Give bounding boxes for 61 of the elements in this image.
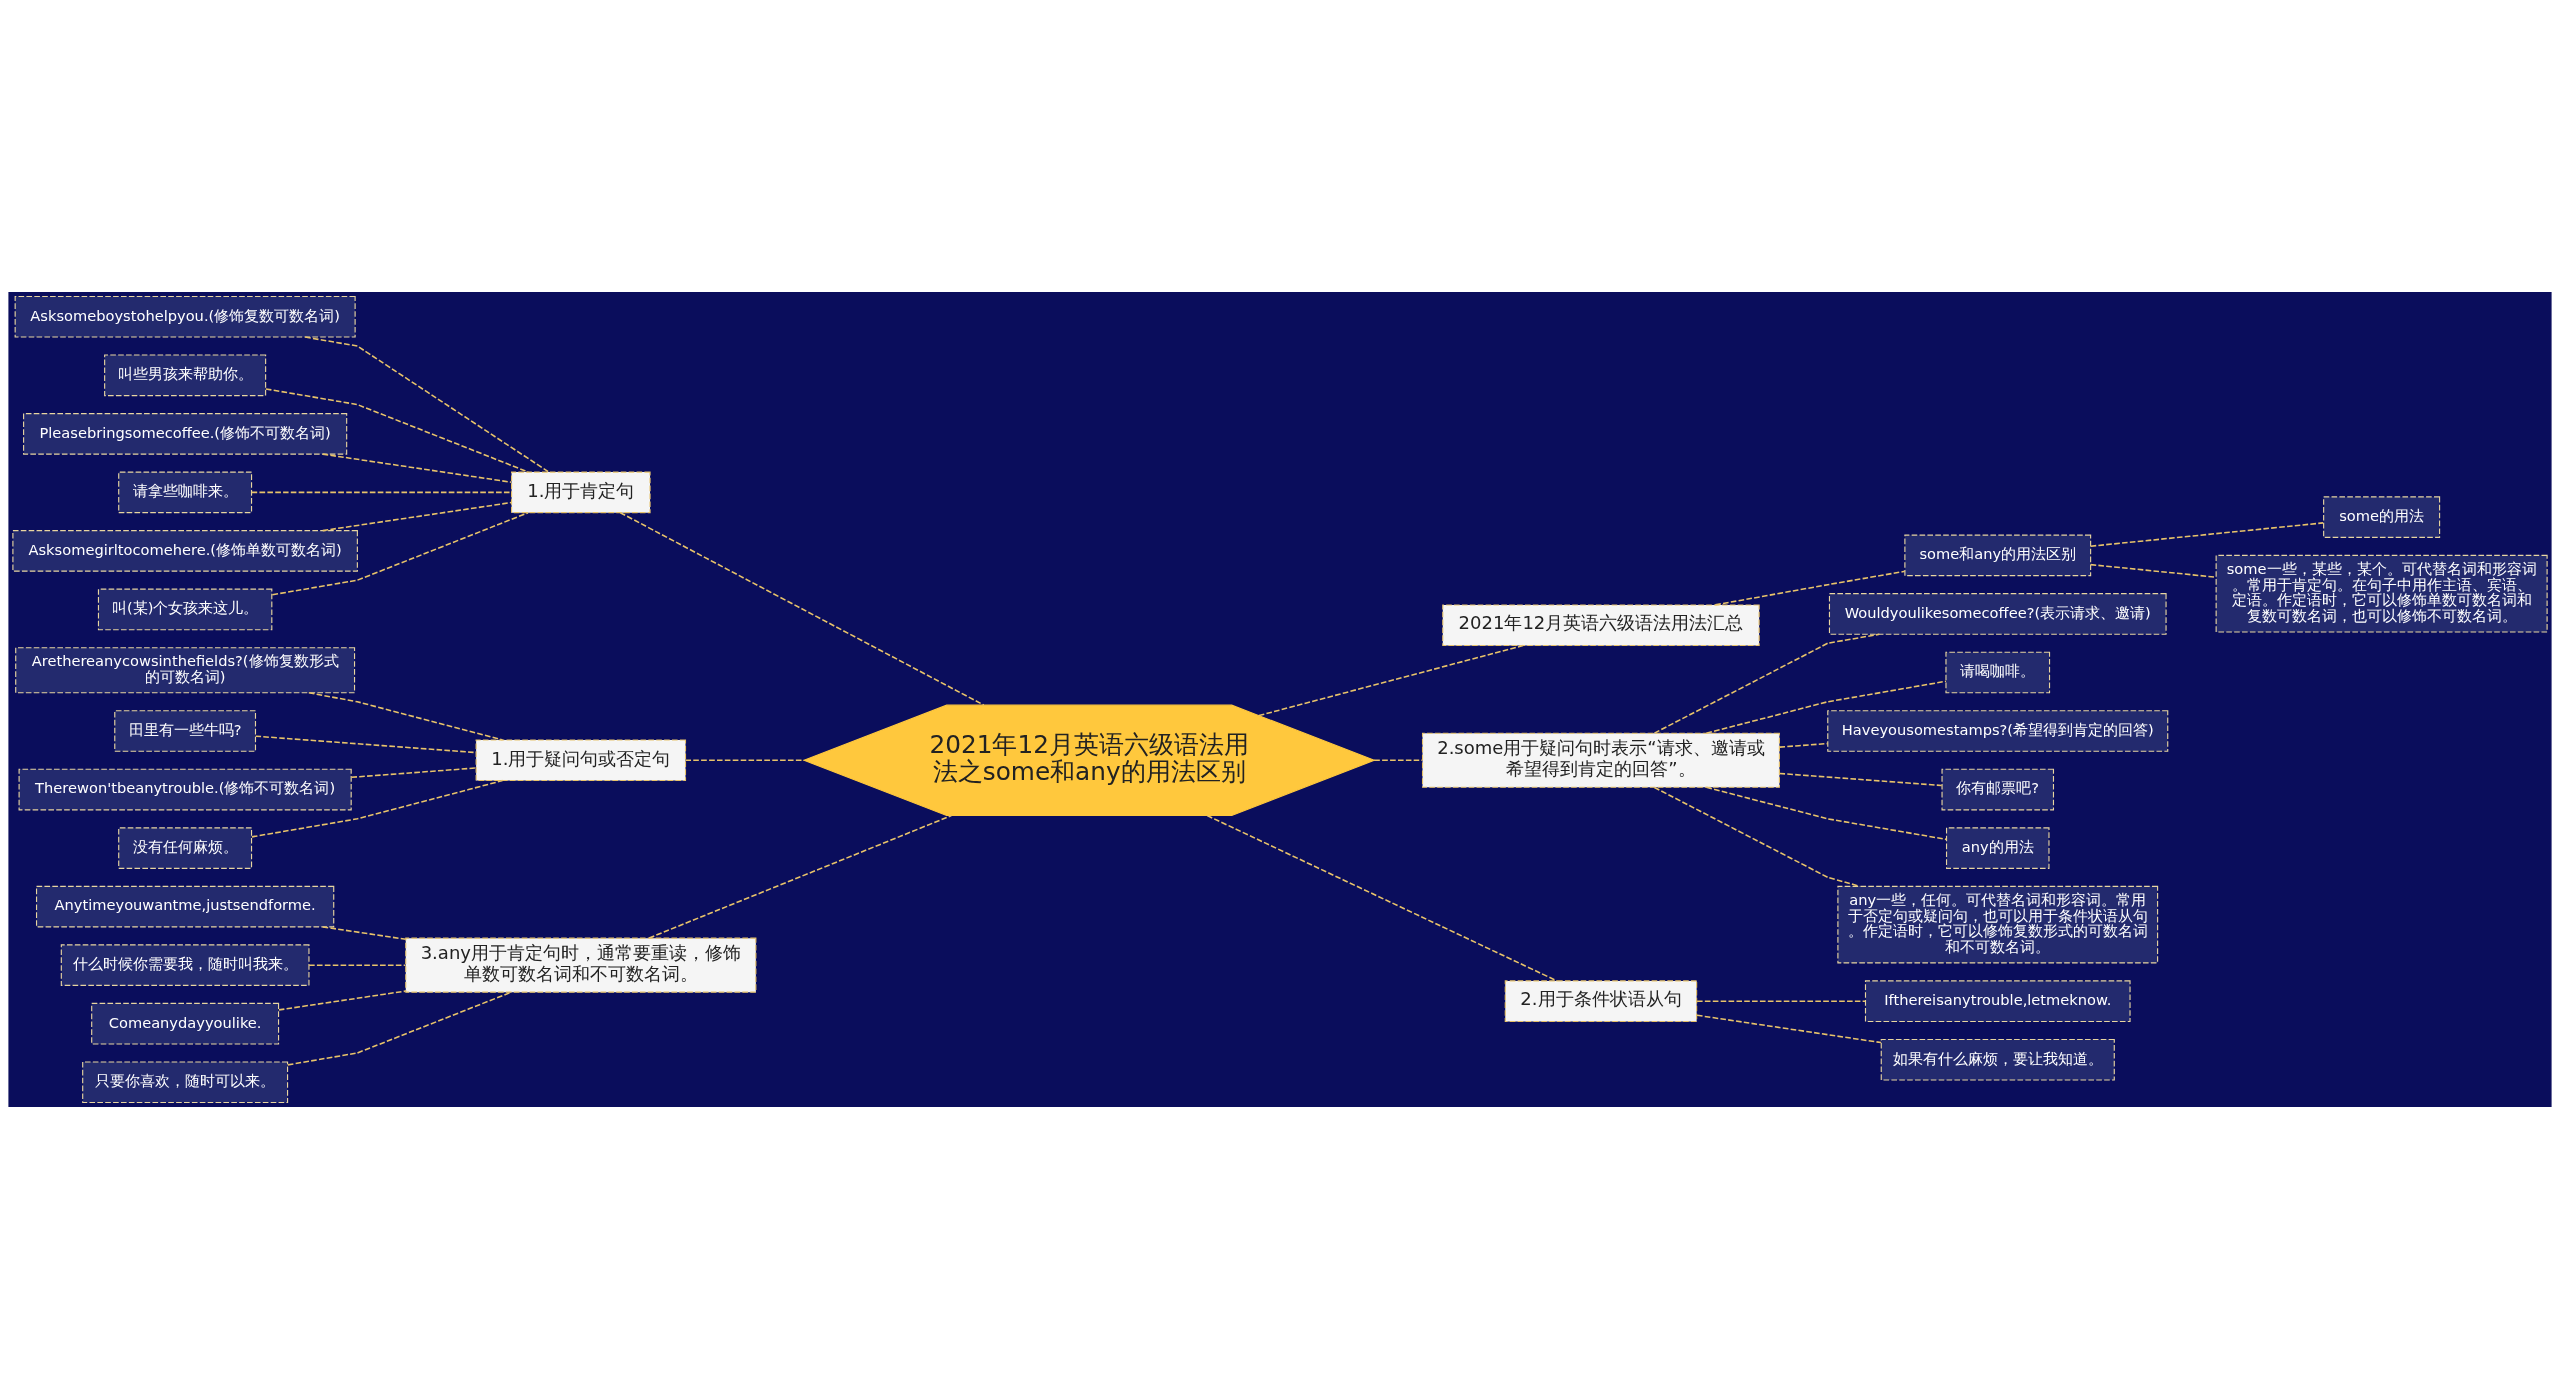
connector — [1714, 570, 1906, 606]
node-box: Haveyousomestamps?(希望得到肯定的回答) — [1827, 709, 2169, 752]
node-box: Comeanydayyoulike. — [91, 1002, 280, 1045]
node-box: Anytimeyouwantme,justsendforme. — [36, 885, 335, 927]
connector — [1206, 814, 1558, 982]
node-box: Pleasebringsomecoffee.(修饰不可数名词) — [23, 412, 348, 455]
connector — [1705, 679, 1947, 734]
connector — [250, 491, 513, 493]
node-box: Arethereanycowsinthefields?(修饰复数形式的可数名词) — [15, 646, 356, 693]
node-box: any一些，任何。可代替名词和形容词。常用于否定句或疑问句，也可以用于条件状语从句。作定语时，它可以修饰复数形式的可数名词和不可数名词。 — [1837, 885, 2159, 963]
node-box: Wouldyoulikesomecoffee?(表示请求、邀请) — [1828, 592, 2167, 635]
connector — [321, 501, 513, 531]
connector — [287, 990, 512, 1066]
connector — [321, 925, 407, 940]
connector — [350, 766, 477, 778]
node-box: any的用法 — [1945, 826, 2050, 869]
connector — [308, 691, 504, 741]
connector — [1653, 633, 1881, 734]
node-box: 1.用于肯定句 — [511, 471, 651, 513]
connector — [619, 511, 985, 706]
node-box: 2.some用于疑问句时表示“请求、邀请或希望得到肯定的回答”。 — [1421, 732, 1780, 788]
connector — [1778, 742, 1829, 748]
node-box: some一些，某些，某个。可代替名词和形容词。常用于肯定句。在句子中用作主语、宾语、定语。作定语时，它可以修饰单数可数名词和复数可数名词，也可以修饰不可数名词。 — [2215, 554, 2548, 633]
node-box: 1.用于疑问句或否定句 — [475, 738, 687, 781]
connector — [2090, 521, 2324, 547]
node-box: 叫(某)个女孩来这儿。 — [97, 588, 273, 630]
node-box: 请拿些咖啡来。 — [118, 471, 253, 513]
connector — [2090, 563, 2217, 578]
node-box: Ifthereisanytrouble,letmeknow. — [1864, 979, 2131, 1022]
node-box: 只要你喜欢，随时可以来。 — [82, 1060, 289, 1103]
connector — [1258, 644, 1524, 716]
connector — [321, 452, 513, 483]
node-box: 请喝咖啡。 — [1945, 651, 2051, 693]
node-box: 没有任何麻烦。 — [118, 826, 253, 869]
node-box: 2021年12月英语六级语法用法汇总 — [1442, 603, 1760, 646]
connector — [684, 759, 805, 761]
node-box: Asksomegirltocomehere.(修饰单数可数名词) — [12, 529, 358, 572]
connector — [265, 387, 529, 473]
connector — [271, 511, 529, 595]
connector — [1696, 1014, 1882, 1043]
node-box: 叫些男孩来帮助你。 — [104, 353, 267, 396]
connector — [254, 734, 477, 753]
node-box: 2.用于条件状语从句 — [1504, 979, 1698, 1022]
node-box: some的用法 — [2323, 495, 2441, 538]
node-box: 3.any用于肯定句时，通常要重读，修饰单数可数名词和不可数名词。 — [405, 937, 757, 993]
node-box: 田里有一些牛吗? — [114, 709, 257, 752]
connector — [1373, 759, 1424, 761]
connector — [251, 779, 504, 838]
connector — [1696, 999, 1866, 1002]
node-box: some和any的用法区别 — [1904, 534, 2092, 576]
connector — [648, 814, 953, 939]
connector — [308, 963, 407, 966]
node-box: Therewon'tbeanytrouble.(修饰不可数名词) — [18, 768, 352, 810]
node-box: 你有邮票吧? — [1941, 768, 2055, 810]
connector — [1705, 786, 1948, 840]
node-box: 什么时候你需要我，随时叫我来。 — [60, 943, 310, 986]
connector — [304, 335, 550, 473]
connector — [278, 989, 407, 1011]
connector — [1778, 772, 1943, 786]
node-box: 如果有什么麻烦，要让我知道。 — [1880, 1038, 2115, 1081]
node-box: Asksomeboystohelpyou.(修饰复数可数名词) — [14, 295, 356, 338]
